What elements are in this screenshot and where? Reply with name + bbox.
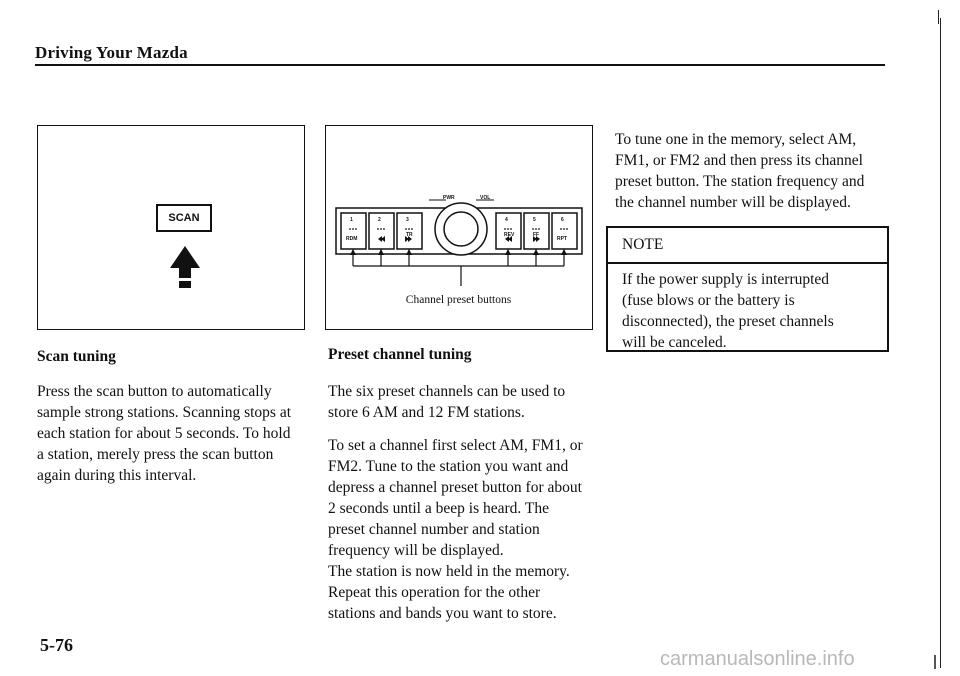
text-line: stations and bands you want to store. (328, 605, 557, 622)
text-line: Repeat this operation for the other (328, 584, 541, 601)
text-line: frequency will be displayed. (328, 542, 504, 559)
text-line: each station for about 5 seconds. To hol… (37, 425, 291, 442)
text-line: again during this interval. (37, 467, 197, 484)
radio-faceplate-illustration (335, 199, 583, 286)
preset-5-label: 5 (533, 217, 536, 223)
text-line: store 6 AM and 12 FM stations. (328, 404, 525, 421)
scan-tuning-heading: Scan tuning (37, 348, 116, 365)
preset-button-2 (368, 212, 395, 250)
rev-label: REV (504, 232, 515, 238)
text-line: Press the scan button to automatically (37, 383, 272, 400)
note-title: NOTE (622, 236, 664, 253)
preset-button-4 (495, 212, 522, 250)
page-header-title: Driving Your Mazda (35, 43, 188, 62)
pointing-arrow-icon (170, 246, 200, 288)
text-line: FM2. Tune to the station you want and (328, 458, 569, 475)
text-line: the channel number will be displayed. (615, 194, 851, 211)
header-rule (35, 64, 885, 66)
text-line: disconnected), the preset channels (622, 313, 834, 330)
scan-tuning-text: Press the scan button to automatically s… (37, 381, 317, 486)
note-box: NOTE If the power supply is interrupted … (606, 226, 889, 352)
preset-2-label: 2 (378, 217, 381, 223)
preset-button-6 (551, 212, 578, 250)
pwr-label: PWR (443, 195, 455, 201)
scan-figure-panel: SCAN (37, 125, 305, 330)
page-edge-mark-bottom (934, 655, 936, 669)
text-line: To set a channel first select AM, FM1, o… (328, 437, 583, 454)
preset-3-label: 3 (406, 217, 409, 223)
page-edge-mark (938, 10, 944, 24)
preset-tuning-para2: To set a channel first select AM, FM1, o… (328, 435, 608, 624)
preset-button-3 (396, 212, 423, 250)
text-line: If the power supply is interrupted (622, 271, 830, 288)
text-line: (fuse blows or the battery is (622, 292, 795, 309)
text-line: To tune one in the memory, select AM, (615, 131, 857, 148)
watermark-text: carmanualsonline.info (660, 648, 855, 670)
text-line: will be canceled. (622, 334, 727, 351)
text-line: sample strong stations. Scanning stops a… (37, 404, 292, 421)
text-line: The six preset channels can be used to (328, 383, 566, 400)
preset-button-1 (340, 212, 367, 250)
figure-caption: Channel preset buttons (405, 294, 512, 306)
preset-6-label: 6 (561, 217, 564, 223)
text-line: preset button. The station frequency and (615, 173, 865, 190)
note-text: If the power supply is interrupted (fuse… (622, 269, 877, 353)
preset-button-5 (523, 212, 550, 250)
rpt-label: RPT (557, 236, 567, 242)
rdm-label: RDM (346, 236, 358, 242)
preset-figure-panel: PWR VOL 1 2 3 4 5 6 RDM RPT TR REV FF Ch… (325, 125, 593, 330)
memory-tuning-text: To tune one in the memory, select AM, FM… (615, 129, 915, 213)
preset-4-label: 4 (505, 217, 508, 223)
text-line: a station, merely press the scan button (37, 446, 274, 463)
text-line: FM1, or FM2 and then press its channel (615, 152, 863, 169)
text-line: preset channel number and station (328, 521, 540, 538)
preset-1-label: 1 (350, 217, 353, 223)
preset-tuning-para1: The six preset channels can be used to s… (328, 381, 608, 423)
page-edge-line (940, 18, 941, 668)
page-number: 5-76 (40, 635, 73, 655)
text-line: 2 seconds until a beep is heard. The (328, 500, 549, 517)
text-line: The station is now held in the memory. (328, 563, 570, 580)
preset-tuning-heading: Preset channel tuning (328, 346, 472, 363)
text-line: depress a channel preset button for abou… (328, 479, 582, 496)
volume-knob (434, 202, 488, 256)
vol-label: VOL (480, 195, 491, 201)
tr-label: TR (406, 232, 413, 238)
note-divider (608, 262, 887, 264)
ff-label: FF (533, 232, 540, 238)
scan-button-illustration: SCAN (156, 204, 212, 232)
